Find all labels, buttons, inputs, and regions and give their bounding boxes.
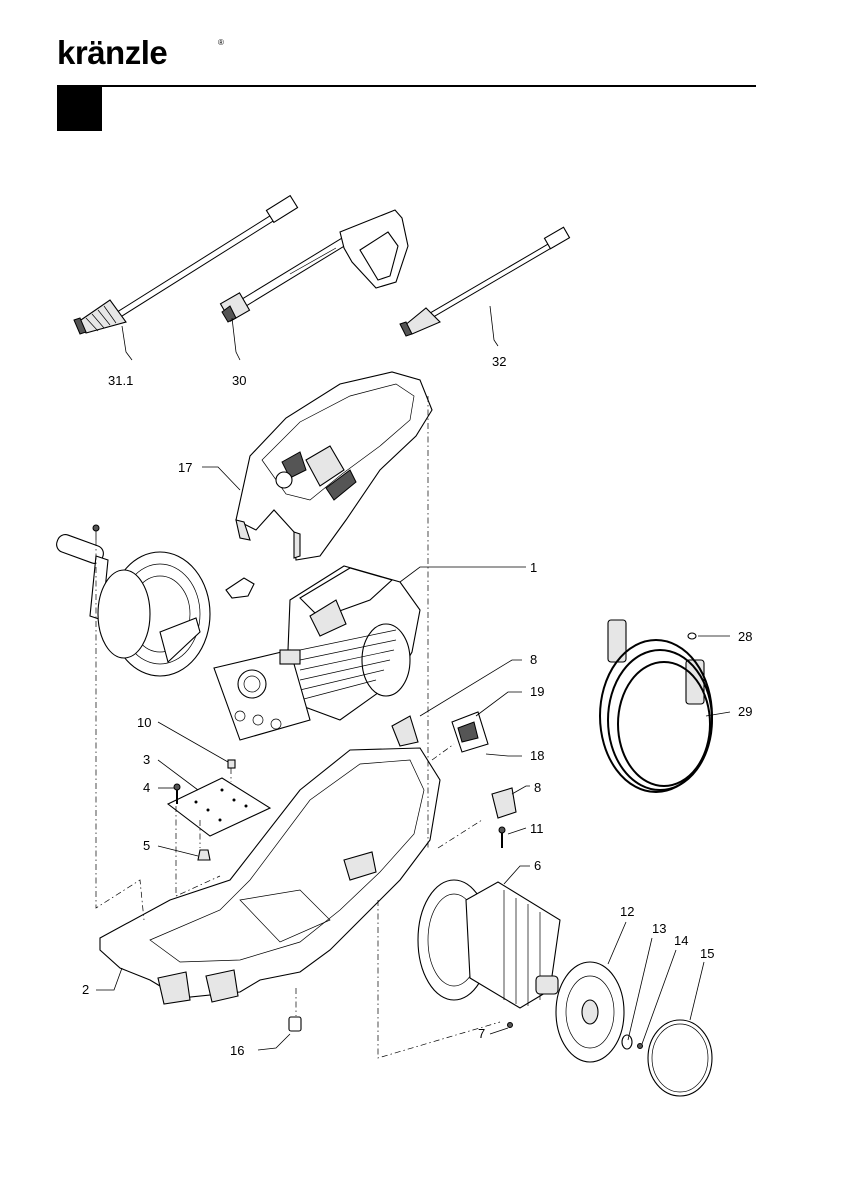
spray-gun-30 bbox=[219, 209, 409, 323]
section-marker-block bbox=[57, 87, 102, 131]
screw-14 bbox=[637, 1043, 643, 1049]
hose-reel bbox=[56, 524, 255, 677]
callout-31-1: 31.1 bbox=[108, 373, 133, 388]
chassis-2 bbox=[99, 747, 441, 1005]
wheel-frame-6 bbox=[417, 879, 561, 1009]
callout-12: 12 bbox=[620, 904, 634, 919]
nut-10 bbox=[227, 759, 236, 769]
callout-5: 5 bbox=[143, 838, 150, 853]
o-ring-28 bbox=[687, 632, 697, 640]
callout-labels: 31.1 30 32 17 1 28 29 8 19 10 3 4 18 8 1… bbox=[82, 354, 752, 1058]
assembly-guides bbox=[95, 396, 501, 1059]
kranzle-logo: kränzle bbox=[57, 34, 168, 71]
screw-7 bbox=[507, 1022, 513, 1028]
callout-16: 16 bbox=[230, 1043, 244, 1058]
callout-30: 30 bbox=[232, 373, 246, 388]
callout-8-lower: 8 bbox=[534, 780, 541, 795]
bracket-8-upper bbox=[391, 715, 419, 747]
header-rule bbox=[57, 85, 756, 87]
callout-10: 10 bbox=[137, 715, 151, 730]
callout-18: 18 bbox=[530, 748, 544, 763]
high-pressure-hose-29 bbox=[599, 619, 713, 793]
leader-lines bbox=[96, 305, 731, 1051]
callout-1: 1 bbox=[530, 560, 537, 575]
callout-17: 17 bbox=[178, 460, 192, 475]
callout-19: 19 bbox=[530, 684, 544, 699]
callout-3: 3 bbox=[143, 752, 150, 767]
clip-8-lower bbox=[491, 787, 517, 819]
callout-8-upper: 8 bbox=[530, 652, 537, 667]
foot-5 bbox=[197, 849, 211, 861]
holder-19 bbox=[451, 711, 489, 753]
registered-mark: ® bbox=[218, 38, 224, 47]
lance-32 bbox=[399, 226, 571, 337]
callout-6: 6 bbox=[534, 858, 541, 873]
callout-13: 13 bbox=[652, 921, 666, 936]
foot-16 bbox=[288, 1016, 302, 1032]
wheel-12 bbox=[555, 961, 625, 1063]
callout-14: 14 bbox=[674, 933, 688, 948]
top-hood-17 bbox=[235, 371, 433, 561]
callout-28: 28 bbox=[738, 629, 752, 644]
callout-11: 11 bbox=[530, 821, 544, 836]
lance-31-1 bbox=[73, 194, 299, 335]
screw-4 bbox=[173, 783, 181, 804]
callout-4: 4 bbox=[143, 780, 150, 795]
motor-pump-unit-1 bbox=[213, 565, 421, 741]
callout-32: 32 bbox=[492, 354, 506, 369]
screw-11 bbox=[498, 826, 506, 848]
callout-15: 15 bbox=[700, 946, 714, 961]
callout-2: 2 bbox=[82, 982, 89, 997]
base-plate-3 bbox=[166, 777, 272, 837]
callout-7: 7 bbox=[478, 1026, 485, 1041]
callout-29: 29 bbox=[738, 704, 752, 719]
washer-13 bbox=[621, 1034, 633, 1050]
hub-cap-15 bbox=[647, 1019, 713, 1097]
